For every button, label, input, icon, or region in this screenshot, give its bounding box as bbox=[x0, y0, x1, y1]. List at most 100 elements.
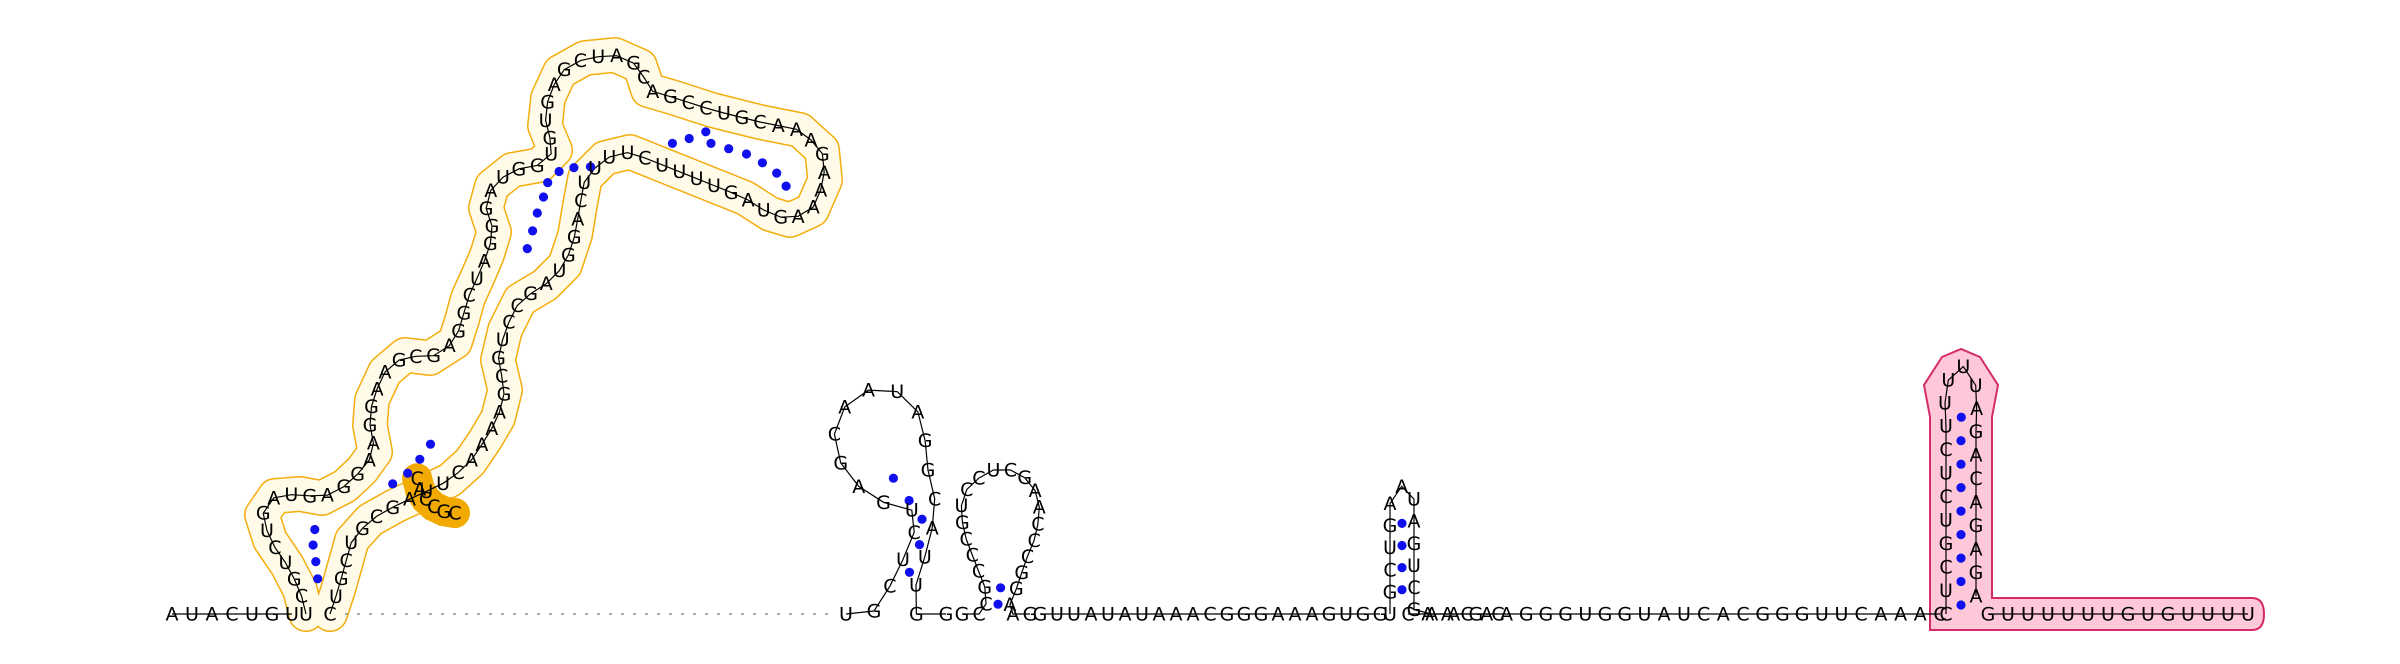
base-pairs bbox=[308, 127, 1966, 610]
nucleotide: U bbox=[1339, 604, 1353, 626]
nucleotide: G bbox=[1981, 604, 1996, 626]
nucleotide: A bbox=[1384, 493, 1397, 515]
nucleotide: C bbox=[1203, 604, 1216, 626]
nucleotide: U bbox=[245, 604, 259, 626]
nucleotide: G bbox=[557, 59, 572, 81]
nucleotide: U bbox=[2241, 604, 2255, 626]
nucleotide: U bbox=[1956, 356, 1970, 378]
nucleotide: U bbox=[1969, 375, 1983, 397]
nucleotide: U bbox=[1815, 604, 1829, 626]
nucleotide: U bbox=[299, 604, 313, 626]
nucleotide: A bbox=[166, 604, 179, 626]
nucleotide: G bbox=[955, 512, 970, 534]
nucleotide: G bbox=[350, 464, 365, 486]
nucleotide: U bbox=[1407, 555, 1421, 577]
nucleotide: U bbox=[2101, 604, 2115, 626]
nucleotide: A bbox=[1425, 604, 1438, 626]
nucleotide: A bbox=[1289, 604, 1302, 626]
nucleotide: G bbox=[773, 207, 788, 229]
nucleotide: A bbox=[1187, 604, 1200, 626]
base-pair-dot bbox=[757, 158, 768, 168]
nucleotide: U bbox=[496, 167, 510, 189]
nucleotide: U bbox=[344, 532, 358, 554]
nucleotide: G bbox=[1407, 599, 1422, 621]
highlight-yellow-dense bbox=[402, 463, 470, 528]
nucleotide: C bbox=[295, 586, 308, 608]
nucleotide: G bbox=[426, 345, 441, 367]
nucleotide: A bbox=[1970, 539, 1983, 561]
nucleotide: A bbox=[1119, 604, 1132, 626]
base-pair-dot bbox=[1956, 483, 1966, 493]
nucleotide: A bbox=[478, 251, 491, 273]
nucleotide: A bbox=[1970, 445, 1983, 467]
nucleotide: G bbox=[1969, 421, 1984, 443]
nucleotide: A bbox=[790, 119, 803, 141]
nucleotide: G bbox=[363, 414, 378, 436]
nucleotide: C bbox=[1969, 468, 1982, 490]
base-pair-dot bbox=[554, 166, 564, 177]
nucleotide: G bbox=[302, 485, 317, 507]
nucleotide: C bbox=[699, 98, 712, 120]
base-pair-dot bbox=[772, 168, 782, 178]
nucleotide: U bbox=[620, 142, 634, 164]
nucleotide: C bbox=[409, 346, 422, 368]
nucleotide: U bbox=[909, 575, 923, 597]
base-pair-dot bbox=[917, 514, 927, 524]
nucleotide: G bbox=[287, 569, 302, 591]
nucleotide: C bbox=[637, 67, 650, 89]
base-pair-dot bbox=[538, 192, 549, 202]
nucleotide: C bbox=[682, 92, 695, 114]
nucleotide: U bbox=[1938, 392, 1952, 414]
base-pair-dot bbox=[311, 557, 321, 567]
nucleotide: C bbox=[1031, 514, 1044, 536]
nucleotide: G bbox=[265, 604, 280, 626]
nucleotide: C bbox=[960, 479, 973, 501]
nucleotide: C bbox=[1491, 604, 1504, 626]
base-pair-dot bbox=[310, 524, 320, 535]
nucleotide: U bbox=[577, 172, 591, 194]
nucleotide: U bbox=[2041, 604, 2055, 626]
nucleotide: A bbox=[1717, 604, 1730, 626]
nucleotide: G bbox=[939, 604, 954, 626]
base-pair-dot bbox=[1397, 518, 1407, 529]
nucleotide: U bbox=[1050, 604, 1064, 626]
nucleotide: G bbox=[1969, 515, 1984, 537]
nucleotide: U bbox=[278, 552, 292, 574]
nucleotide: U bbox=[284, 484, 298, 506]
nucleotide: A bbox=[367, 433, 380, 455]
nucleotide: C bbox=[1933, 604, 1946, 626]
nucleotide: G bbox=[1598, 604, 1613, 626]
nucleotide: G bbox=[1322, 604, 1337, 626]
nucleotide: G bbox=[334, 568, 349, 590]
nucleotide: A bbox=[1874, 604, 1887, 626]
backbone bbox=[172, 55, 2248, 615]
nucleotide: C bbox=[1401, 604, 1414, 626]
nucleotide: U bbox=[544, 143, 558, 165]
nucleotide: A bbox=[363, 449, 376, 471]
nucleotide: U bbox=[2181, 604, 2195, 626]
nucleotide: A bbox=[1970, 492, 1983, 514]
nucleotide: C bbox=[1939, 486, 1952, 508]
nucleotide: G bbox=[1383, 515, 1398, 537]
nucleotide: A bbox=[772, 115, 785, 137]
nucleotide: G bbox=[1220, 604, 1235, 626]
nucleotide: U bbox=[986, 460, 1000, 482]
base-pair-dot bbox=[569, 163, 579, 173]
nucleotide: C bbox=[928, 488, 941, 510]
nucleotide: A bbox=[571, 209, 584, 231]
nucleotide: A bbox=[1421, 604, 1434, 626]
nucleotide: C bbox=[1939, 557, 1952, 579]
nucleotide: G bbox=[1033, 604, 1048, 626]
nucleotide: G bbox=[1017, 467, 1032, 489]
nucleotide: G bbox=[1469, 604, 1484, 626]
nucleotide: G bbox=[523, 283, 538, 305]
nucleotide: G bbox=[1519, 604, 1534, 626]
nucleotide: A bbox=[1447, 604, 1460, 626]
nucleotide: G bbox=[561, 244, 576, 266]
nucleotide: A bbox=[1441, 604, 1454, 626]
nucleotide: C bbox=[638, 147, 651, 169]
nucleotide: G bbox=[815, 143, 830, 165]
nucleotide: G bbox=[1023, 604, 1038, 626]
